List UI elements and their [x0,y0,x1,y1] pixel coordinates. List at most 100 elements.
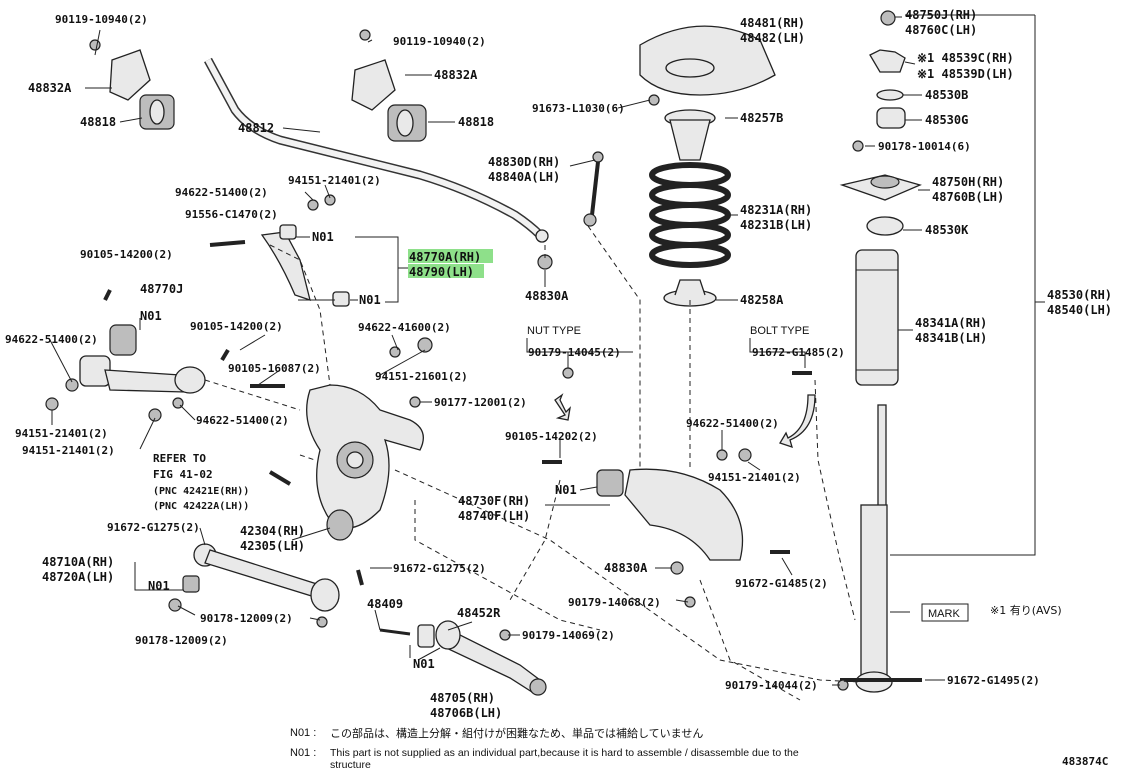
label-48730F[interactable]: 48730F(RH) [458,494,530,508]
label-48341B[interactable]: 48341B(LH) [915,331,987,345]
label-bolt-type[interactable]: BOLT TYPE [750,325,809,337]
label-48750H[interactable]: 48750H(RH) [932,175,1004,189]
label-48830A-top[interactable]: 48830A [525,289,569,303]
label-nut-type[interactable]: NUT TYPE [527,325,581,337]
label-48720A[interactable]: 48720A(LH) [42,570,114,584]
label-48740F[interactable]: 48740F(LH) [458,509,530,523]
label-90179-14044[interactable]: 90179-14044(2) [725,679,818,692]
leader-lines [49,14,1045,686]
label-pnc-42421E[interactable]: (PNC 42421E(RH)) [153,486,249,497]
dashed-lines [204,225,861,701]
label-48540[interactable]: 48540(LH) [1047,303,1112,317]
label-48231B[interactable]: 48231B(LH) [740,218,812,232]
dust-boot [855,249,899,386]
label-48770A[interactable]: 48770A(RH) [409,250,481,264]
label-48710A[interactable]: 48710A(RH) [42,555,114,569]
label-94622-51400-left[interactable]: 94622-51400(2) [5,333,98,346]
label-94151-21401-right[interactable]: 94151-21401(2) [708,471,801,484]
label-48530B[interactable]: 48530B [925,88,968,102]
spring-seat-48258A [663,279,717,307]
shock-absorber [840,404,910,693]
label-48231A[interactable]: 48231A(RH) [740,203,812,217]
label-42304[interactable]: 42304(RH) [240,524,305,538]
note-jp-text: この部品は、構造上分解・組付けが困難なため、単品では補給していません [330,727,704,740]
label-90179-14045[interactable]: 90179-14045(2) [528,346,621,359]
label-pnc-42422A[interactable]: (PNC 42422A(LH)) [153,501,249,512]
label-94151-21601[interactable]: 94151-21601(2) [375,370,468,383]
label-48760C[interactable]: 48760C(LH) [905,23,977,37]
note-jp-code: N01 : [290,727,317,739]
label-91672-G1485-top[interactable]: 91672-G1485(2) [752,346,845,359]
label-94151-21401-left-b[interactable]: 94151-21401(2) [22,444,115,457]
label-48840A[interactable]: 48840A(LH) [488,170,560,184]
label-N01-48770J[interactable]: N01 [140,309,162,323]
label-90178-12009-b[interactable]: 90178-12009(2) [135,634,228,647]
label-48832A-right[interactable]: 48832A [434,68,478,82]
top-mount-stack [839,10,922,236]
label-48818-left[interactable]: 48818 [80,115,116,129]
label-91672-G1495[interactable]: 91672-G1495(2) [947,674,1040,687]
label-90178-12009-a[interactable]: 90178-12009(2) [200,612,293,625]
label-48539C[interactable]: ※1 48539C(RH) [917,51,1014,65]
label-48705[interactable]: 48705(RH) [430,691,495,705]
label-48706B[interactable]: 48706B(LH) [430,706,502,720]
label-N01-upper-arm-a[interactable]: N01 [312,230,334,244]
label-48482[interactable]: 48482(LH) [740,31,805,45]
label-avs-note: ※1 有り(AVS) [990,603,1062,617]
label-90179-14069[interactable]: 90179-14069(2) [522,629,615,642]
label-fig-41-02[interactable]: FIG 41-02 [153,468,213,481]
label-91672-G1275-right[interactable]: 91672-G1275(2) [393,562,486,575]
label-48409[interactable]: 48409 [367,597,403,611]
label-90105-14200-mid[interactable]: 90105-14200(2) [190,320,283,333]
label-90105-14202[interactable]: 90105-14202(2) [505,430,598,443]
label-48812[interactable]: 48812 [238,121,274,135]
label-48790[interactable]: 48790(LH) [409,265,474,279]
label-48530[interactable]: 48530(RH) [1047,288,1112,302]
label-94622-51400-right[interactable]: 94622-51400(2) [686,417,779,430]
label-94622-51400-mid[interactable]: 94622-51400(2) [196,414,289,427]
label-mark[interactable]: MARK [928,608,960,620]
label-N01-48705[interactable]: N01 [413,657,435,671]
label-90177-12001[interactable]: 90177-12001(2) [434,396,527,409]
label-94622-51400-top[interactable]: 94622-51400(2) [175,186,268,199]
label-90179-14068[interactable]: 90179-14068(2) [568,596,661,609]
label-48539D[interactable]: ※1 48539D(LH) [917,67,1014,81]
label-42305[interactable]: 42305(LH) [240,539,305,553]
label-90105-14200-top[interactable]: 90105-14200(2) [80,248,173,261]
label-48530G[interactable]: 48530G [925,113,968,127]
label-48760B[interactable]: 48760B(LH) [932,190,1004,204]
label-90119-10940-left[interactable]: 90119-10940(2) [55,13,148,26]
label-48818-right[interactable]: 48818 [458,115,494,129]
label-N01-48730F[interactable]: N01 [555,483,577,497]
label-48530K[interactable]: 48530K [925,223,969,237]
label-90105-16087[interactable]: 90105-16087(2) [228,362,321,375]
label-48830D[interactable]: 48830D(RH) [488,155,560,169]
label-91672-G1485-bottom[interactable]: 91672-G1485(2) [735,577,828,590]
label-91673-L1030[interactable]: 91673-L1030(6) [532,102,625,115]
label-94151-21401-left-a[interactable]: 94151-21401(2) [15,427,108,440]
lower-arm-48710A [182,543,340,612]
label-48830A-bottom[interactable]: 48830A [604,561,648,575]
label-91672-G1275-left[interactable]: 91672-G1275(2) [107,521,200,534]
fasteners [45,29,922,691]
label-94151-21401-top[interactable]: 94151-21401(2) [288,174,381,187]
label-48258A[interactable]: 48258A [740,293,784,307]
knuckle [306,384,424,541]
label-91556-C1470[interactable]: 91556-C1470(2) [185,208,278,221]
stabilizer-link [583,151,604,227]
label-48832A-left[interactable]: 48832A [28,81,72,95]
label-48257B[interactable]: 48257B [740,111,783,125]
label-90119-10940-right[interactable]: 90119-10940(2) [393,35,486,48]
label-N01-48710A[interactable]: N01 [148,579,170,593]
label-refer-to[interactable]: REFER TO [153,452,206,465]
label-48750J[interactable]: 48750J(RH) [905,8,977,22]
label-48341A[interactable]: 48341A(RH) [915,316,987,330]
label-48770J[interactable]: 48770J [140,282,183,296]
trailing-arm-48705 [379,620,547,696]
label-N01-upper-arm-b[interactable]: N01 [359,293,381,307]
label-90178-10014[interactable]: 90178-10014(6) [878,140,971,153]
label-48481[interactable]: 48481(RH) [740,16,805,30]
label-94622-41600[interactable]: 94622-41600(2) [358,321,451,334]
label-48452R[interactable]: 48452R [457,606,501,620]
